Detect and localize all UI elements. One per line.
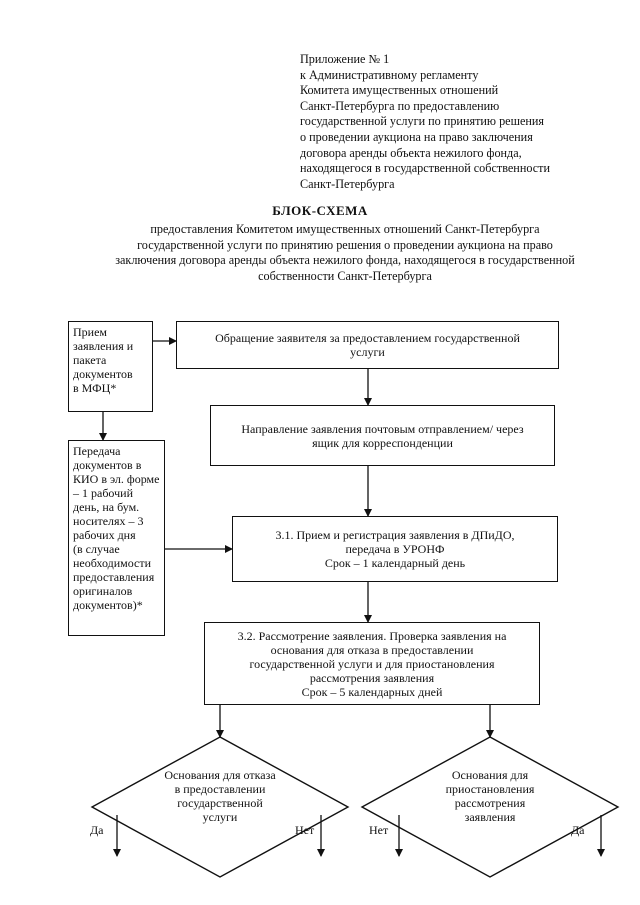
- decision-line: Основания для: [451, 768, 529, 782]
- box-line: Срок – 5 календарных дней: [301, 684, 443, 699]
- box-line: рассмотрения заявления: [309, 670, 435, 685]
- box-line: ящик для корреспонденции: [312, 435, 453, 450]
- decision-line: в предоставлении: [174, 782, 266, 796]
- box-line: документов)*: [73, 598, 143, 612]
- decision-diamond-suspension: [360, 736, 620, 878]
- box-applicant-request: Обращение заявителя за предоставлением г…: [176, 321, 559, 369]
- label-refusal-yes: Да: [90, 823, 104, 837]
- box-line: государственной услуги и для приостановл…: [249, 656, 495, 671]
- box-line: оригиналов: [73, 584, 133, 598]
- box-line: заявления и: [73, 339, 134, 353]
- subtitle-line: собственности Санкт-Петербурга: [258, 268, 432, 283]
- decision-suspension-label: Основания для приостановления рассмотрен…: [420, 768, 560, 824]
- label-suspension-no: Нет: [369, 823, 389, 837]
- appendix-line: договора аренды объекта нежилого фонда,: [300, 145, 522, 160]
- appendix-line: Санкт-Петербурга по предоставлению: [300, 98, 500, 113]
- decision-line: заявления: [464, 810, 516, 824]
- box-line: рабочих дня: [73, 528, 136, 542]
- box-line: Направление заявления почтовым отправлен…: [241, 421, 524, 436]
- document-title: БЛОК-СХЕМА: [272, 203, 368, 218]
- box-step-3-2: 3.2. Рассмотрение заявления. Проверка за…: [204, 622, 540, 705]
- box-line: основания для отказа в предоставлении: [270, 642, 474, 657]
- appendix-line: Приложение № 1: [300, 52, 390, 66]
- box-mfc-transfer: Передача документов в КИО в эл. форме – …: [68, 440, 165, 636]
- box-line: пакета: [73, 353, 107, 367]
- appendix-note: Приложение № 1 к Административному регла…: [300, 52, 620, 192]
- decision-refusal-label: Основания для отказа в предоставлении го…: [140, 768, 300, 824]
- decision-line: Основания для отказа: [164, 768, 276, 782]
- subtitle-line: предоставления Комитетом имущественных о…: [150, 222, 540, 236]
- box-line: Передача: [73, 444, 121, 458]
- box-line: 3.2. Рассмотрение заявления. Проверка за…: [237, 628, 507, 643]
- decision-diamond-refusal: [90, 736, 350, 878]
- label-suspension-yes: Да: [571, 823, 585, 837]
- box-step-3-1: 3.1. Прием и регистрация заявления в ДПи…: [232, 516, 558, 582]
- box-line: (в случае: [73, 542, 120, 556]
- box-line: услуги: [350, 345, 385, 359]
- appendix-line: государственной услуги по принятию решен…: [300, 114, 545, 129]
- decision-line: услуги: [202, 810, 238, 824]
- box-line: КИО в эл. форме: [73, 472, 160, 486]
- box-line: необходимости: [73, 556, 152, 570]
- decision-line: приостановления: [445, 782, 535, 796]
- appendix-line: Санкт-Петербурга: [300, 176, 395, 191]
- box-line: Прием: [73, 325, 108, 339]
- appendix-line: находящегося в государственной собственн…: [300, 161, 550, 176]
- subtitle-line: заключения договора аренды объекта нежил…: [115, 253, 575, 268]
- appendix-line: Комитета имущественных отношений: [300, 83, 499, 98]
- box-line: предоставления: [73, 570, 155, 584]
- box-line: передача в УРОНФ: [345, 542, 445, 556]
- box-line: день, на бум.: [73, 500, 140, 514]
- box-line: Обращение заявителя за предоставлением г…: [215, 331, 520, 345]
- appendix-line: к Административному регламенту: [300, 67, 479, 82]
- box-line: 3.1. Прием и регистрация заявления в ДПи…: [275, 528, 515, 542]
- label-refusal-no: Нет: [295, 823, 315, 837]
- box-mfc-reception: Прием заявления и пакета документов в МФ…: [68, 321, 153, 412]
- box-line: носителях – 3: [73, 514, 144, 528]
- box-line: – 1 рабочий: [73, 486, 133, 500]
- box-postal-submission: Направление заявления почтовым отправлен…: [210, 405, 555, 466]
- document-subtitle: предоставления Комитетом имущественных о…: [95, 222, 595, 284]
- box-line: документов: [73, 367, 133, 381]
- appendix-line: о проведении аукциона на право заключени…: [300, 129, 533, 144]
- decision-line: государственной: [177, 796, 263, 810]
- box-line: Срок – 1 календарный день: [324, 556, 466, 570]
- subtitle-line: государственной услуги по принятию решен…: [137, 237, 553, 252]
- box-line: в МФЦ*: [73, 381, 117, 395]
- box-line: документов в: [73, 458, 142, 472]
- decision-line: рассмотрения: [454, 796, 526, 810]
